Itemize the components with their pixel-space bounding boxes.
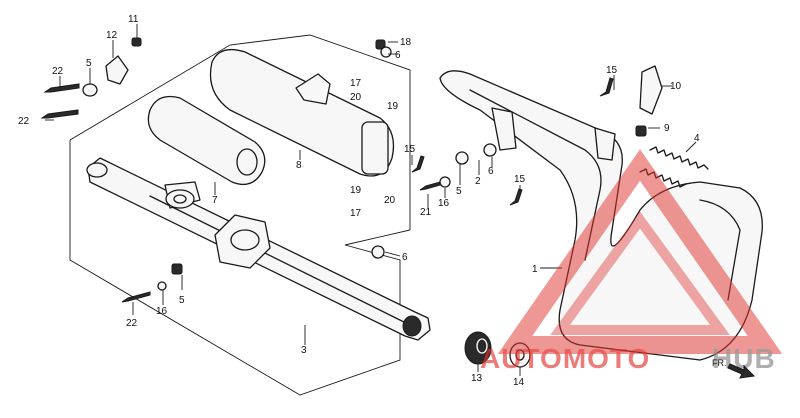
callout-19a: 19 <box>387 101 399 112</box>
callout-9: 9 <box>664 123 670 134</box>
callout-18a: 18 <box>400 37 412 48</box>
watermark-triangle-inner <box>550 211 730 335</box>
part-10-bracket <box>639 65 663 115</box>
front-direction-arrow: FR. <box>712 358 756 379</box>
callout-5a: 5 <box>86 58 92 69</box>
watermark-text-automoto: AUTOMOTO <box>480 343 650 374</box>
callout-22a: 22 <box>52 66 64 77</box>
callout-20b: 20 <box>384 195 396 206</box>
part-13-gasket <box>464 331 492 365</box>
watermark-triangle-outer <box>497 149 783 354</box>
callout-17a: 17 <box>350 78 362 89</box>
callout-21: 21 <box>420 207 432 218</box>
front-arrow-label: FR. <box>712 358 727 368</box>
callout-5c: 5 <box>179 295 185 306</box>
callout-13: 13 <box>471 373 483 384</box>
part-7-muffler-packing <box>147 95 266 186</box>
callout-8: 8 <box>296 160 302 171</box>
callout-6c: 6 <box>402 252 408 263</box>
callout-22c: 22 <box>126 318 138 329</box>
callout-2: 2 <box>475 176 481 187</box>
callout-3: 3 <box>301 345 307 356</box>
callout-16b: 16 <box>156 306 168 317</box>
callout-10: 10 <box>670 81 682 92</box>
callout-15c: 15 <box>514 174 526 185</box>
callout-7: 7 <box>212 195 218 206</box>
callout-19b: 19 <box>350 185 362 196</box>
callout-6a: 6 <box>395 50 401 61</box>
part-3-tail-pipe <box>86 157 431 341</box>
callout-14: 14 <box>513 377 525 388</box>
callout-6b: 6 <box>488 166 494 177</box>
callout-16a: 16 <box>438 198 450 209</box>
callout-12: 12 <box>106 30 118 41</box>
callout-15a: 15 <box>606 65 618 76</box>
part-8-silencer <box>209 48 395 177</box>
callout-20a: 20 <box>350 92 362 103</box>
callout-15b: 15 <box>404 144 416 155</box>
callout-11a: 11 <box>128 14 139 25</box>
callout-1: 1 <box>532 264 538 275</box>
part-12-bracket <box>105 55 129 85</box>
callout-17b: 17 <box>350 208 362 219</box>
fasteners <box>40 37 647 303</box>
callout-22b: 22 <box>18 116 30 127</box>
muffler-group-outline <box>69 34 411 396</box>
callout-5b: 5 <box>456 186 462 197</box>
watermark-text-hub: HUB <box>712 343 776 374</box>
callout-4: 4 <box>694 133 700 144</box>
automotohub-watermark: AUTOMOTO HUB <box>480 149 783 374</box>
leader-lines <box>45 24 697 376</box>
part-number-callouts: 11 12 5 22 22 18 6 17 20 19 15 10 9 4 8 … <box>18 14 700 388</box>
